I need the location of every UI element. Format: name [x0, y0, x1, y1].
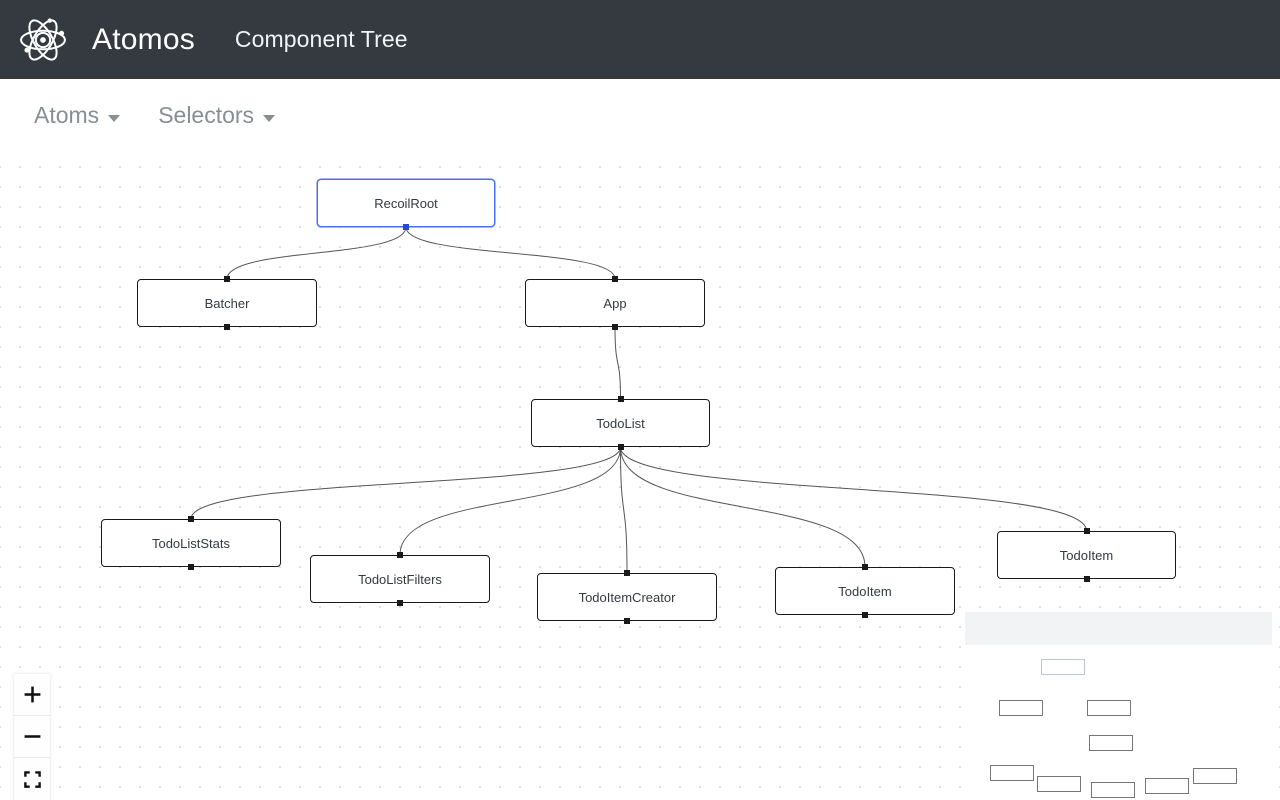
flow-edge-todolist-todoitem2	[620, 446, 1087, 532]
node-handle-top[interactable]	[617, 396, 624, 402]
flow-node-label: Batcher	[204, 295, 250, 311]
flow-node-todoitem1[interactable]: TodoItem	[775, 564, 955, 618]
node-handle-bottom[interactable]	[403, 224, 409, 230]
flow-node-todoliststats[interactable]: TodoListStats	[101, 516, 281, 570]
flow-node-label: TodoListFilters	[358, 571, 442, 587]
minimap-header-band	[965, 612, 1272, 645]
minimap-viewport[interactable]	[965, 645, 1272, 800]
node-handle-bottom[interactable]	[862, 612, 868, 618]
minus-icon	[24, 735, 40, 738]
node-handle-top[interactable]	[1083, 528, 1090, 534]
flow-node-label: TodoList	[596, 415, 645, 431]
flow-node-todoitemcreator[interactable]: TodoItemCreator	[537, 570, 717, 624]
flow-edge-todolist-todoitem1	[620, 446, 866, 568]
node-handle-bottom[interactable]	[612, 324, 618, 330]
minimap-node	[1145, 778, 1189, 794]
node-handle-bottom[interactable]	[397, 600, 403, 606]
minimap-node	[999, 700, 1043, 716]
flow-node-recoilroot[interactable]: RecoilRoot	[317, 179, 495, 230]
node-handle-top[interactable]	[397, 552, 403, 558]
atoms-dropdown-label: Atoms	[34, 102, 100, 128]
flow-node-label: TodoItem	[1059, 547, 1114, 563]
node-handle-bottom[interactable]	[188, 564, 194, 570]
fit-view-button[interactable]	[14, 758, 50, 800]
flow-edge-recoilroot-batcher	[226, 226, 407, 280]
node-handle-top[interactable]	[624, 570, 630, 576]
flow-minimap[interactable]	[965, 612, 1272, 800]
node-handle-top[interactable]	[862, 564, 868, 570]
node-handle-top[interactable]	[224, 276, 230, 282]
node-handle-top[interactable]	[188, 516, 194, 522]
flow-edge-todolist-todoitemcreator	[620, 446, 628, 574]
node-handle-bottom[interactable]	[624, 618, 630, 624]
minimap-node	[1089, 735, 1133, 751]
flow-node-todolist[interactable]: TodoList	[531, 396, 710, 450]
zoom-out-button[interactable]	[14, 716, 50, 758]
selectors-dropdown[interactable]: Selectors	[158, 102, 276, 129]
atom-icon	[16, 13, 70, 67]
chevron-down-icon	[108, 114, 121, 122]
toolbar: Atoms Selectors	[0, 79, 1280, 152]
minimap-node	[1091, 782, 1135, 798]
flow-edge-todolist-todolistfilters	[399, 446, 621, 556]
node-handle-top[interactable]	[612, 276, 618, 282]
minimap-node	[990, 765, 1034, 781]
flow-node-label: App	[603, 295, 627, 311]
flow-node-label: RecoilRoot	[374, 195, 438, 211]
minimap-node	[1193, 768, 1237, 784]
flow-edge-todolist-todoliststats	[190, 446, 621, 520]
flow-node-label: TodoItemCreator	[578, 589, 676, 605]
chevron-down-icon	[263, 114, 276, 122]
flow-node-label: TodoItem	[838, 583, 892, 599]
app-header: Atomos Component Tree	[0, 0, 1280, 79]
plus-icon	[24, 686, 40, 703]
flow-node-todoitem2[interactable]: TodoItem	[997, 528, 1176, 582]
node-handle-bottom[interactable]	[1083, 576, 1090, 582]
zoom-in-button[interactable]	[14, 674, 50, 716]
flow-node-batcher[interactable]: Batcher	[137, 276, 317, 330]
minimap-node	[1087, 700, 1131, 716]
flow-edge-app-todolist	[614, 326, 621, 400]
flow-node-todolistfilters[interactable]: TodoListFilters	[310, 552, 490, 606]
brand-title: Atomos	[92, 22, 195, 56]
page-title: Component Tree	[234, 26, 408, 52]
node-handle-bottom[interactable]	[617, 444, 624, 450]
node-handle-bottom[interactable]	[224, 324, 230, 330]
fit-view-icon	[23, 770, 41, 788]
selectors-dropdown-label: Selectors	[158, 102, 255, 128]
flow-node-label: TodoListStats	[151, 535, 231, 551]
minimap-node	[1041, 659, 1085, 675]
flow-controls	[14, 674, 50, 800]
atoms-dropdown[interactable]: Atoms	[34, 102, 121, 129]
flow-edge-recoilroot-app	[405, 226, 616, 280]
minimap-node	[1037, 776, 1081, 792]
flow-node-app[interactable]: App	[525, 276, 705, 330]
